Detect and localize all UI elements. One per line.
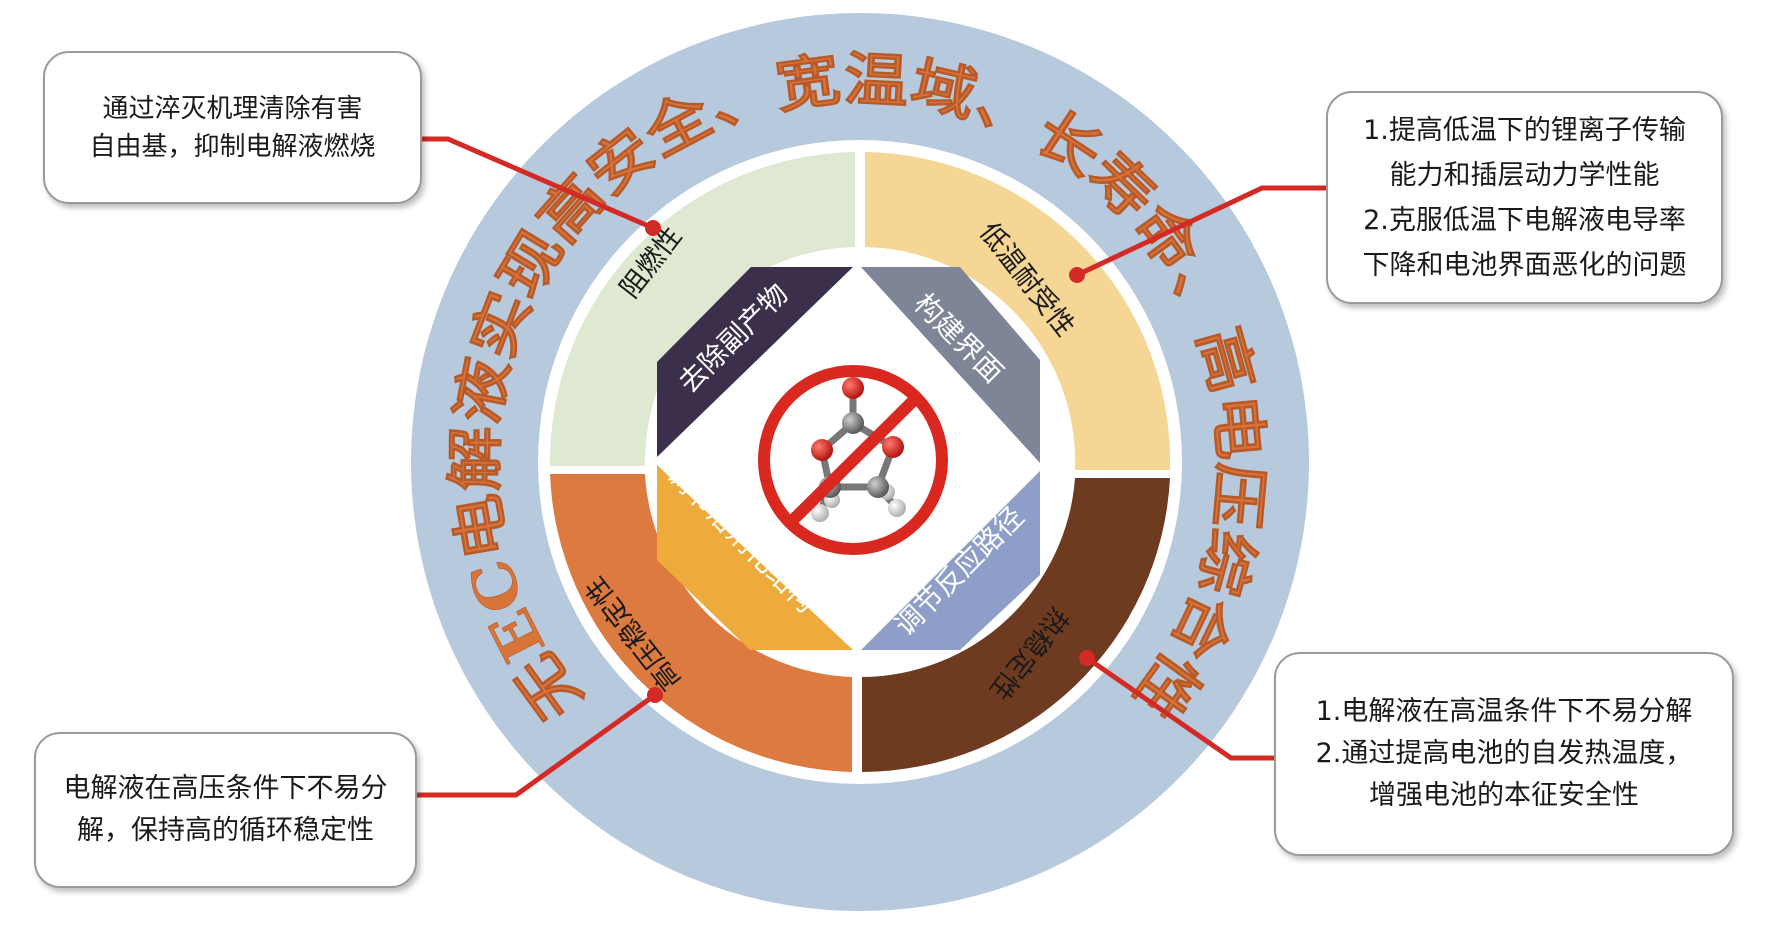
ring-segment-thermal <box>862 478 1170 772</box>
callout-thermal: 1.电解液在高温条件下不易分解 2.通过提高电池的自发热温度， 增强电池的本征安… <box>1274 652 1734 856</box>
leader-dot-low-temp <box>1069 267 1085 283</box>
callout-line: 增强电池的本征安全性 <box>1369 780 1639 811</box>
callout-line: 自由基，抑制电解液燃烧 <box>89 131 376 162</box>
band-solvation <box>657 465 853 650</box>
leader-high-voltage <box>416 692 657 798</box>
callout-line: 电解液在高压条件下不易分 <box>63 773 388 804</box>
callout-low-temp: 1.提高低温下的锂离子传输 能力和插层动力学性能 2.克服低温下电解液电导率 下… <box>1326 91 1723 304</box>
callout-line: 解，保持高的循环稳定性 <box>77 815 374 846</box>
property-ring <box>549 152 1171 772</box>
prohibited-icon <box>758 365 948 555</box>
band-reaction-path <box>861 471 1040 650</box>
callout-line: 通过淬灭机理清除有害 <box>102 93 363 124</box>
leader-low-temp <box>1075 185 1328 278</box>
leader-thermal <box>1085 655 1275 761</box>
ring-segment-low-temp <box>865 152 1171 470</box>
band-remove-byproducts <box>657 267 853 457</box>
callout-flame: 通过淬灭机理清除有害 自由基，抑制电解液燃烧 <box>43 51 422 204</box>
callout-line: 1.提高低温下的锂离子传输 <box>1363 114 1686 146</box>
ring-segment-flame <box>549 152 855 466</box>
leader-flame <box>420 136 654 231</box>
leader-dot-flame <box>645 220 661 236</box>
leader-lines <box>416 136 1328 798</box>
callout-line: 2.通过提高电池的自发热温度， <box>1315 738 1693 769</box>
callout-high-voltage: 电解液在高压条件下不易分 解，保持高的循环稳定性 <box>34 732 417 888</box>
leader-dot-high-voltage <box>647 687 663 703</box>
callout-line: 能力和插层动力学性能 <box>1389 159 1660 191</box>
strategy-octagon <box>657 267 1040 650</box>
ring-segment-high-voltage <box>550 474 852 772</box>
callout-line: 下降和电池界面恶化的问题 <box>1362 249 1687 281</box>
band-build-interface <box>861 267 1040 463</box>
callout-line: 2.克服低温下电解液电导率 <box>1363 204 1686 236</box>
callout-line: 1.电解液在高温条件下不易分解 <box>1315 696 1693 727</box>
leader-dot-thermal <box>1079 650 1095 666</box>
